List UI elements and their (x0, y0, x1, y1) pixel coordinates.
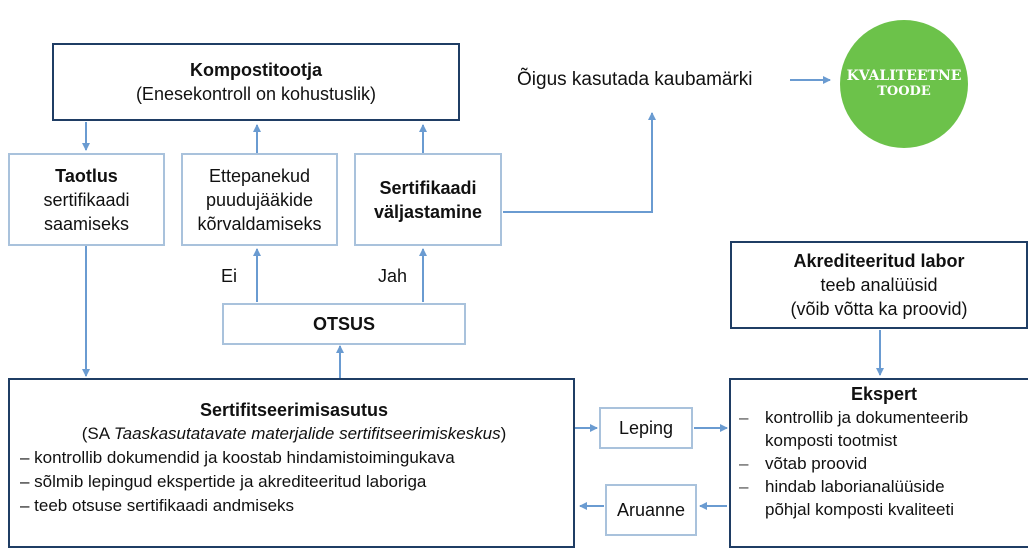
decision-box: OTSUS (222, 303, 466, 345)
expert-line-text: hindab laborianalüüside (765, 477, 945, 496)
expert-line-dash (739, 498, 765, 521)
expert-box: Ekspert –kontrollib ja dokumenteerib kom… (729, 378, 1028, 548)
expert-line: põhjal komposti kvaliteeti (739, 498, 1028, 521)
expert-line-dash: – (739, 477, 749, 496)
expert-line: komposti tootmist (739, 429, 1028, 452)
certificate-line1: Sertifikaadi (379, 177, 477, 198)
trademark-right-text: Õigus kasutada kaubamärki (517, 69, 753, 90)
proposals-line1: Ettepanekud (208, 165, 311, 186)
logo-line1: KVALITEETNE (846, 68, 962, 84)
quality-logo: KVALITEETNE TOODE (840, 20, 968, 148)
application-box: Taotlus sertifikaadi saamiseks (8, 153, 165, 246)
report-label: Aruanne (616, 500, 686, 520)
cert-body-item: – teeb otsuse sertifikaadi andmiseks (20, 496, 295, 515)
certificate-line2: väljastamine (373, 201, 483, 222)
expert-line-text: võtab proovid (765, 454, 868, 473)
contract-box: Leping (599, 407, 693, 449)
connector-arrows (82, 76, 884, 510)
application-line1: sertifikaadi (43, 189, 130, 210)
logo-line2: TOODE (877, 84, 931, 99)
expert-line-text: põhjal komposti kvaliteeti (765, 500, 954, 519)
expert-line: –kontrollib ja dokumenteerib (739, 406, 1028, 429)
expert-line-text: komposti tootmist (765, 431, 898, 450)
expert-line-dash (739, 429, 765, 452)
proposals-box: Ettepanekud puudujääkide kõrvaldamiseks (181, 153, 338, 246)
expert-line: –võtab proovid (739, 452, 1028, 475)
lab-line1: teeb analüüsid (820, 275, 938, 295)
cert-body-title: Sertifitseerimisasutus (199, 400, 389, 420)
producer-title: Kompostitootja (190, 60, 322, 80)
expert-line-dash: – (739, 408, 749, 427)
arrow-certificate-to-trademark (503, 112, 656, 213)
expert-line-text: kontrollib ja dokumenteerib (765, 408, 969, 427)
contract-label: Leping (618, 418, 674, 438)
cert-body-subtitle-name: Taaskasutatavate materjalide sertifitsee… (113, 424, 501, 443)
proposals-line2: puudujääkide (205, 189, 314, 210)
cert-body-subtitle-suffix: ) (500, 424, 507, 443)
cert-body-item: – sõlmib lepingud ekspertide ja akredite… (20, 472, 427, 491)
lab-box: Akrediteeritud labor teeb analüüsid (või… (730, 241, 1028, 329)
lab-title: Akrediteeritud labor (793, 251, 965, 271)
certificate-box: Sertifikaadi väljastamine (354, 153, 502, 246)
proposals-line3: kõrvaldamiseks (197, 213, 322, 234)
expert-title: Ekspert (850, 384, 918, 404)
decision-yes-label: Jah (378, 266, 408, 286)
expert-line: –hindab laborianalüüside (739, 475, 1028, 498)
producer-box: Kompostitootja (Enesekontroll on kohustu… (52, 43, 460, 121)
cert-body-subtitle-prefix: (SA (81, 424, 114, 443)
cert-body-item: – kontrollib dokumendid ja koostab hinda… (20, 448, 455, 467)
decision-no-label: Ei (221, 266, 238, 286)
report-box: Aruanne (605, 484, 697, 536)
decision-title: OTSUS (312, 314, 375, 334)
application-title: Taotlus (55, 165, 118, 186)
application-line2: saamiseks (43, 213, 130, 234)
cert-body-subtitle: (SA Taaskasutatavate materjalide sertifi… (20, 422, 568, 446)
expert-line-dash: – (739, 454, 749, 473)
lab-line2: (võib võtta ka proovid) (790, 299, 968, 319)
cert-body-box: Sertifitseerimisasutus (SA Taaskasutatav… (8, 378, 575, 548)
producer-subtitle: (Enesekontroll on kohustuslik) (135, 84, 377, 104)
